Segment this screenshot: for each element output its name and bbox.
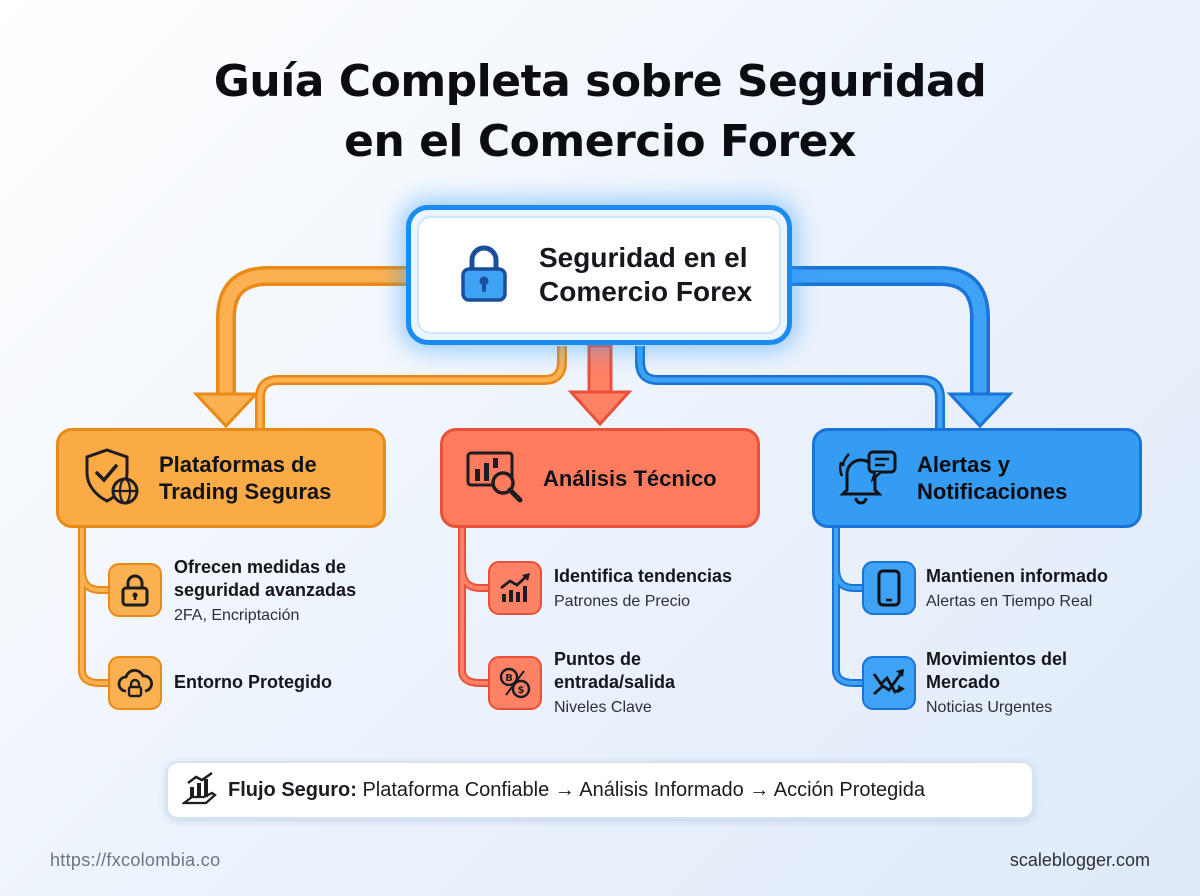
- shield-globe-icon: [81, 446, 141, 511]
- list-item: Entorno Protegido: [174, 671, 332, 694]
- smartphone-icon: [862, 561, 916, 615]
- item-title: Puntos de: [554, 649, 642, 669]
- svg-text:$: $: [518, 685, 525, 696]
- list-item: Mantienen informado Alertas en Tiempo Re…: [926, 565, 1108, 613]
- item-title: Mercado: [926, 672, 1001, 692]
- item-detail: 2FA, Encriptación: [174, 607, 300, 624]
- category-label: Plataformas de Trading Seguras: [159, 452, 332, 504]
- category-label: Análisis Técnico: [543, 465, 717, 491]
- item-detail: Alertas en Tiempo Real: [926, 593, 1093, 610]
- flow-text: Flujo Seguro: Plataforma Confiable → Aná…: [228, 779, 925, 802]
- flow-steps: Plataforma Confiable → Análisis Informad…: [362, 778, 925, 801]
- title-line-1: Guía Completa sobre Seguridad: [213, 56, 987, 107]
- arrowhead-red: [567, 390, 633, 427]
- list-item: Puntos de entrada/salida Niveles Clave: [554, 648, 675, 719]
- tree-blue: [832, 528, 862, 687]
- bell-message-icon: [837, 446, 899, 511]
- arrowhead-orange: [192, 392, 260, 429]
- category-alertas: Alertas y Notificaciones: [812, 428, 1142, 528]
- item-title: Identifica tendencias: [554, 566, 733, 586]
- chart-magnifier-icon: [465, 449, 525, 508]
- arrowhead-blue: [946, 392, 1014, 429]
- item-title: Movimientos del: [926, 649, 1068, 669]
- arrow-to-analisis: [587, 344, 613, 398]
- item-title: Entorno Protegido: [174, 672, 332, 692]
- item-title: entrada/salida: [554, 672, 676, 692]
- line-to-alertas: [635, 346, 945, 428]
- padlock-icon: [459, 244, 509, 307]
- item-title: Mantienen informado: [926, 566, 1109, 586]
- tree-red: [458, 528, 488, 687]
- svg-text:B: B: [505, 673, 513, 684]
- trend-chart-icon: [488, 561, 542, 615]
- list-item: Movimientos del Mercado Noticias Urgente…: [926, 648, 1067, 719]
- tree-orange: [78, 528, 108, 687]
- padlock-icon: [108, 563, 162, 617]
- footer-source-url: https://fxcolombia.co: [50, 850, 221, 870]
- item-title: seguridad avanzadas: [174, 580, 357, 600]
- line-to-plataformas: [255, 346, 567, 428]
- category-plataformas: Plataformas de Trading Seguras: [56, 428, 386, 528]
- cloud-lock-icon: [108, 656, 162, 710]
- currency-exchange-icon: B $: [488, 656, 542, 710]
- item-detail: Patrones de Precio: [554, 593, 691, 610]
- footer-brand: scaleblogger.com: [1009, 850, 1150, 870]
- item-title: Ofrecen medidas de: [174, 557, 347, 577]
- item-detail: Niveles Clave: [554, 699, 652, 716]
- growth-hand-icon: [180, 771, 218, 810]
- category-label: Alertas y Notificaciones: [917, 452, 1068, 504]
- root-node: Seguridad en el Comercio Forex: [406, 205, 792, 345]
- list-item: Identifica tendencias Patrones de Precio: [554, 565, 732, 613]
- item-detail: Noticias Urgentes: [926, 699, 1053, 716]
- page-title: Guía Completa sobre Seguridad en el Come…: [0, 52, 1200, 172]
- list-item: Ofrecen medidas de seguridad avanzadas 2…: [174, 556, 356, 627]
- root-label: Seguridad en el Comercio Forex: [539, 242, 753, 307]
- market-movement-icon: [862, 656, 916, 710]
- category-analisis: Análisis Técnico: [440, 428, 760, 528]
- flow-label: Flujo Seguro:: [228, 778, 357, 801]
- flow-summary: Flujo Seguro: Plataforma Confiable → Aná…: [166, 761, 1034, 819]
- title-line-2: en el Comercio Forex: [344, 116, 856, 167]
